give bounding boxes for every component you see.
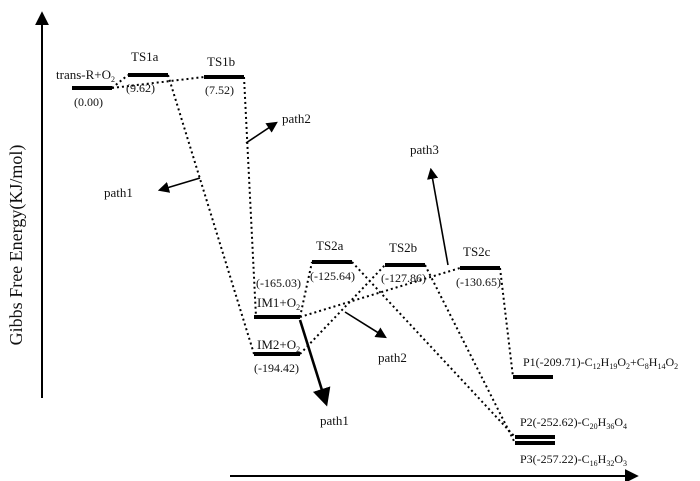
- label-ts2b: TS2b: [389, 240, 417, 255]
- label-im1: IM1+O2: [257, 295, 300, 312]
- label-ts1a: TS1a: [131, 49, 159, 64]
- energy-ts2b: (-127.86): [381, 271, 426, 285]
- label-ts2c: TS2c: [463, 244, 491, 259]
- label-trans-r: trans-R+O2: [56, 67, 115, 84]
- label-p1: P1(-209.71)-C12H19O2+C8H14O2: [523, 355, 678, 371]
- energy-im1: (-165.03): [256, 276, 301, 290]
- label-path3: path3: [410, 142, 439, 157]
- energy-trans-r: (0.00): [74, 95, 103, 109]
- connector: [243, 76, 257, 318]
- path3-arrow: [427, 167, 449, 266]
- energy-ts2c: (-130.65): [456, 275, 501, 289]
- energy-ts1a: (9.62): [126, 81, 155, 95]
- label-path2-upper: path2: [282, 111, 311, 126]
- connector: [111, 76, 205, 89]
- label-im2: IM2+O2: [257, 337, 300, 354]
- label-p3: P3(-257.22)-C16H32O3: [520, 452, 627, 468]
- connector: [499, 267, 514, 378]
- connector: [299, 261, 313, 318]
- y-axis-label: Gibbs Free Energy(KJ/mol): [6, 145, 27, 346]
- connector: [167, 74, 255, 355]
- energy-ts1b: (7.52): [205, 83, 234, 97]
- path1-upper-arrow: [157, 177, 201, 193]
- connector: [424, 264, 516, 444]
- label-path1-lower: path1: [320, 413, 349, 428]
- label-path2-lower: path2: [378, 350, 407, 365]
- energy-ts2a: (-125.64): [310, 269, 355, 283]
- connector: [111, 74, 129, 89]
- label-p2: P2(-252.62)-C20H36O4: [520, 415, 627, 431]
- energy-im2: (-194.42): [254, 361, 299, 375]
- path2-upper-arrow: [245, 121, 278, 144]
- path1-lower-arrow: [298, 319, 331, 407]
- label-ts2a: TS2a: [316, 238, 344, 253]
- connector: [299, 264, 386, 355]
- label-ts1b: TS1b: [207, 54, 235, 69]
- path2-lower-arrow: [344, 311, 387, 339]
- label-path1-upper: path1: [104, 185, 133, 200]
